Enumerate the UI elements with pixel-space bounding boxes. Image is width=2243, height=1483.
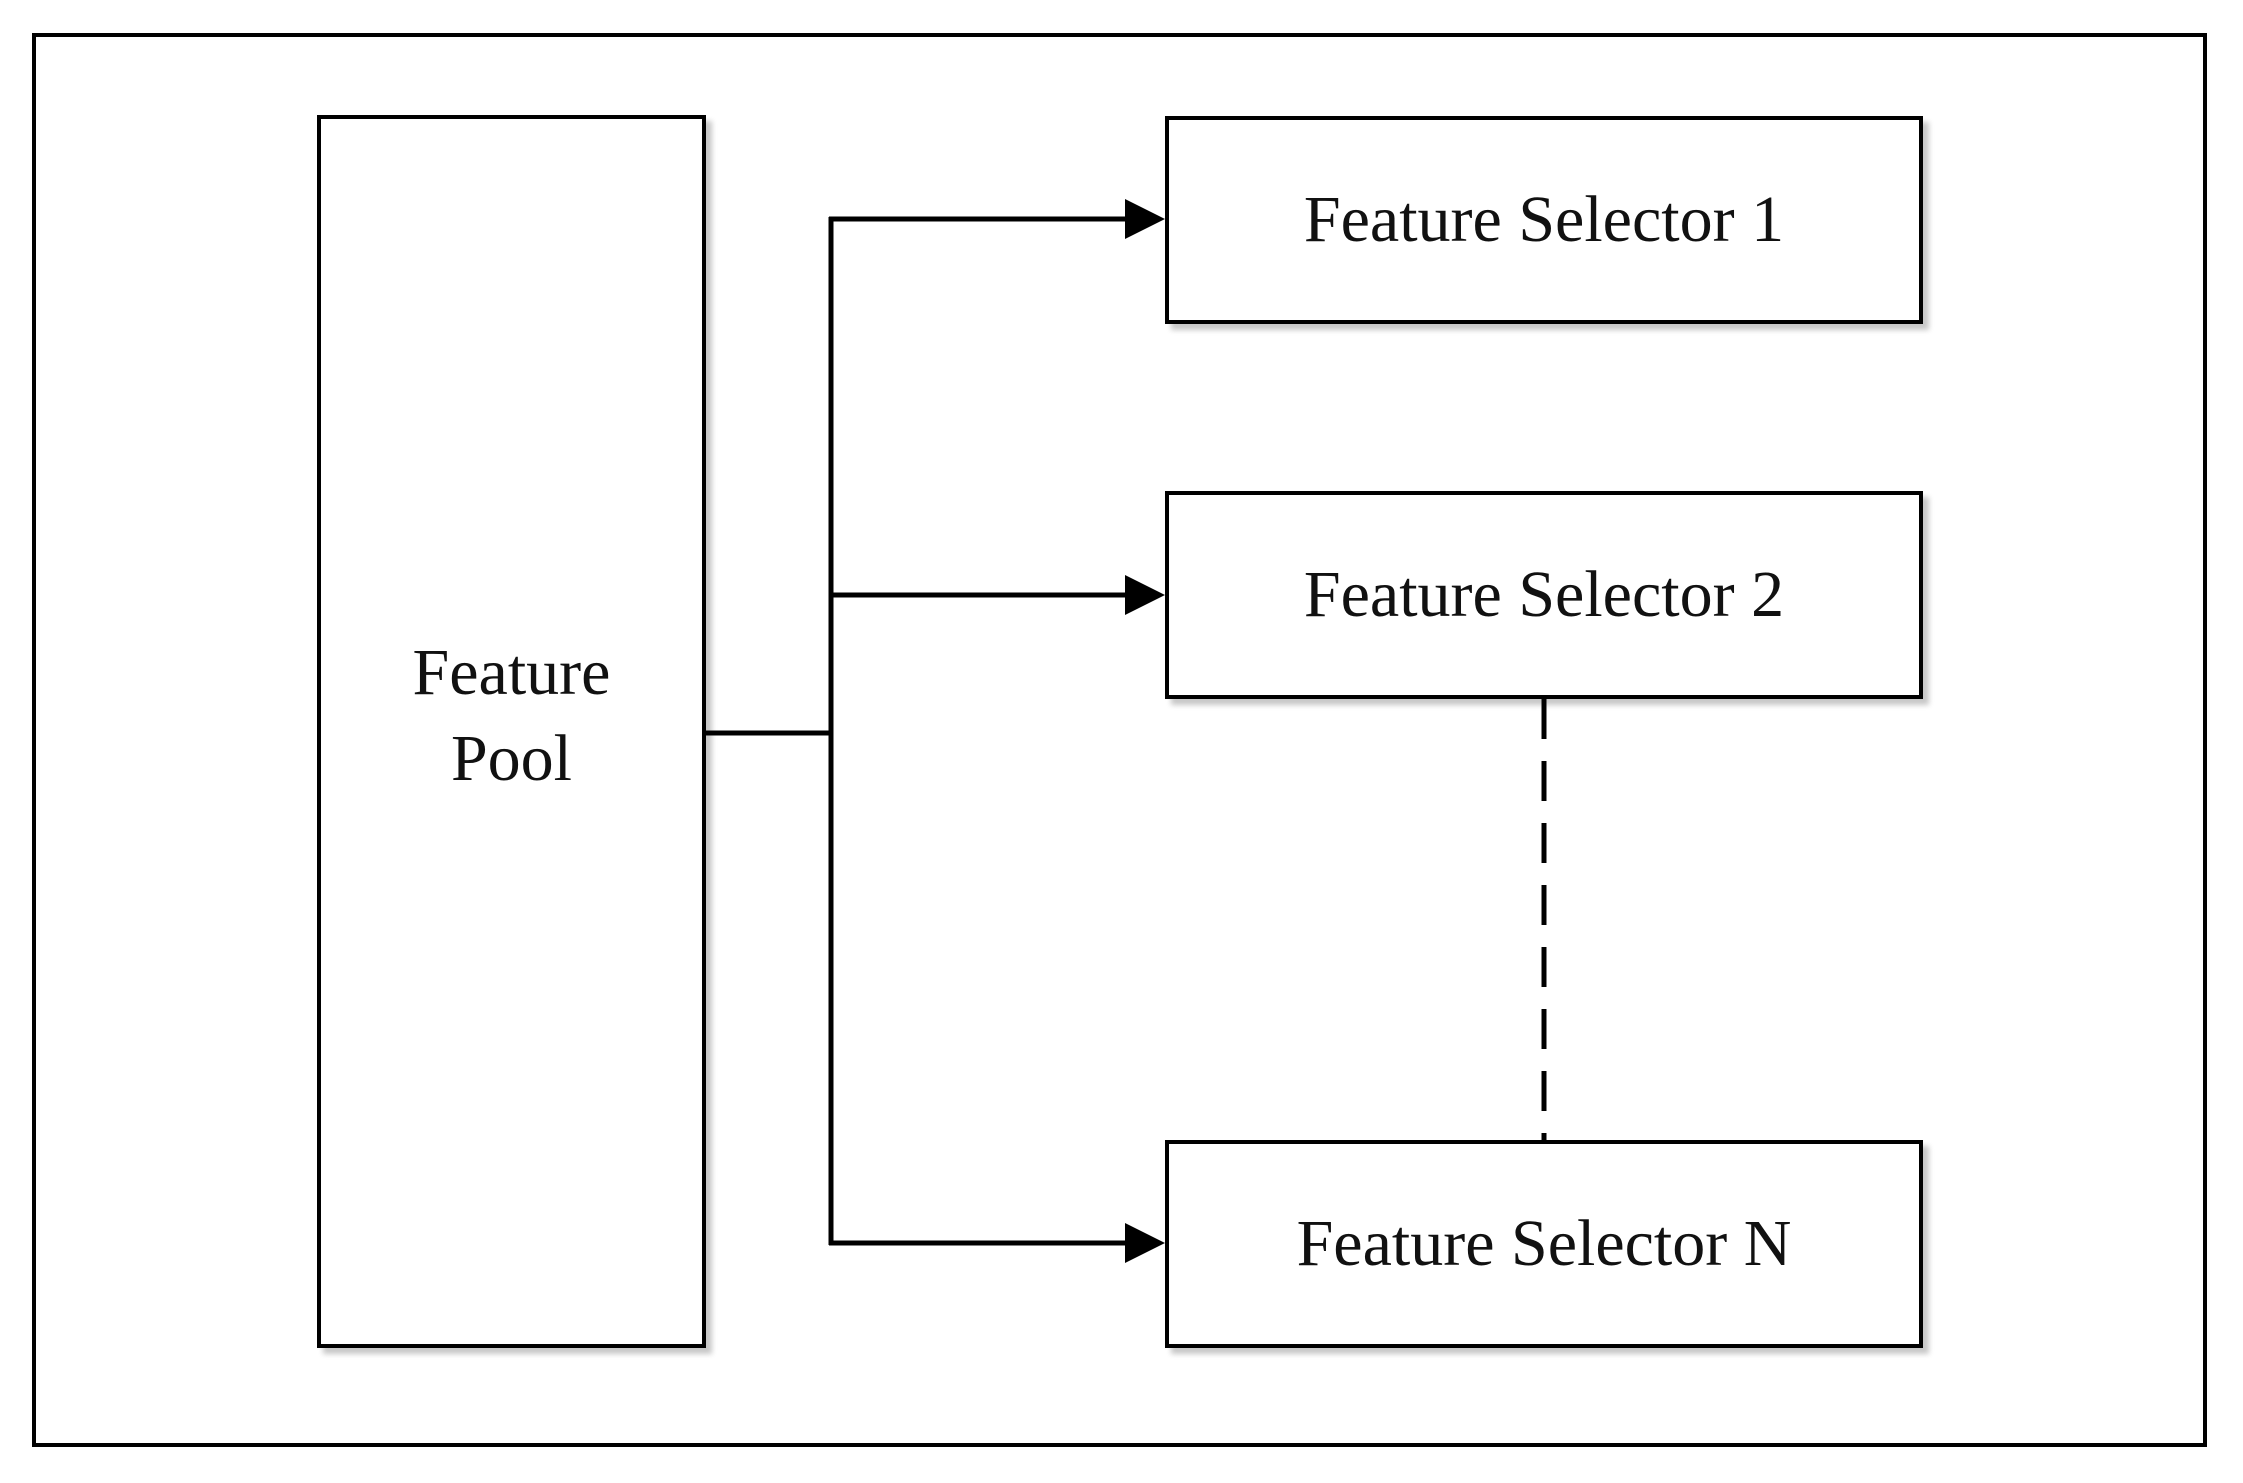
feature-pool-label-line2: Pool	[450, 721, 573, 795]
diagram-frame	[32, 33, 2207, 1447]
feature-pool-label: Feature Pool	[413, 630, 611, 802]
feature-selector-2-label: Feature Selector 2	[1303, 558, 1785, 632]
feature-selector-1-box: Feature Selector 1	[1165, 116, 1923, 324]
arrowhead-2	[1125, 575, 1165, 615]
feature-selector-1-label: Feature Selector 1	[1303, 183, 1785, 257]
feature-pool-box: Feature Pool	[317, 115, 706, 1348]
arrowhead-1	[1125, 199, 1165, 239]
feature-selector-n-label: Feature Selector N	[1296, 1207, 1792, 1281]
feature-pool-label-line1: Feature	[412, 635, 611, 709]
arrowhead-n	[1125, 1223, 1165, 1263]
feature-selector-n-box: Feature Selector N	[1165, 1140, 1923, 1348]
feature-selector-2-box: Feature Selector 2	[1165, 491, 1923, 699]
